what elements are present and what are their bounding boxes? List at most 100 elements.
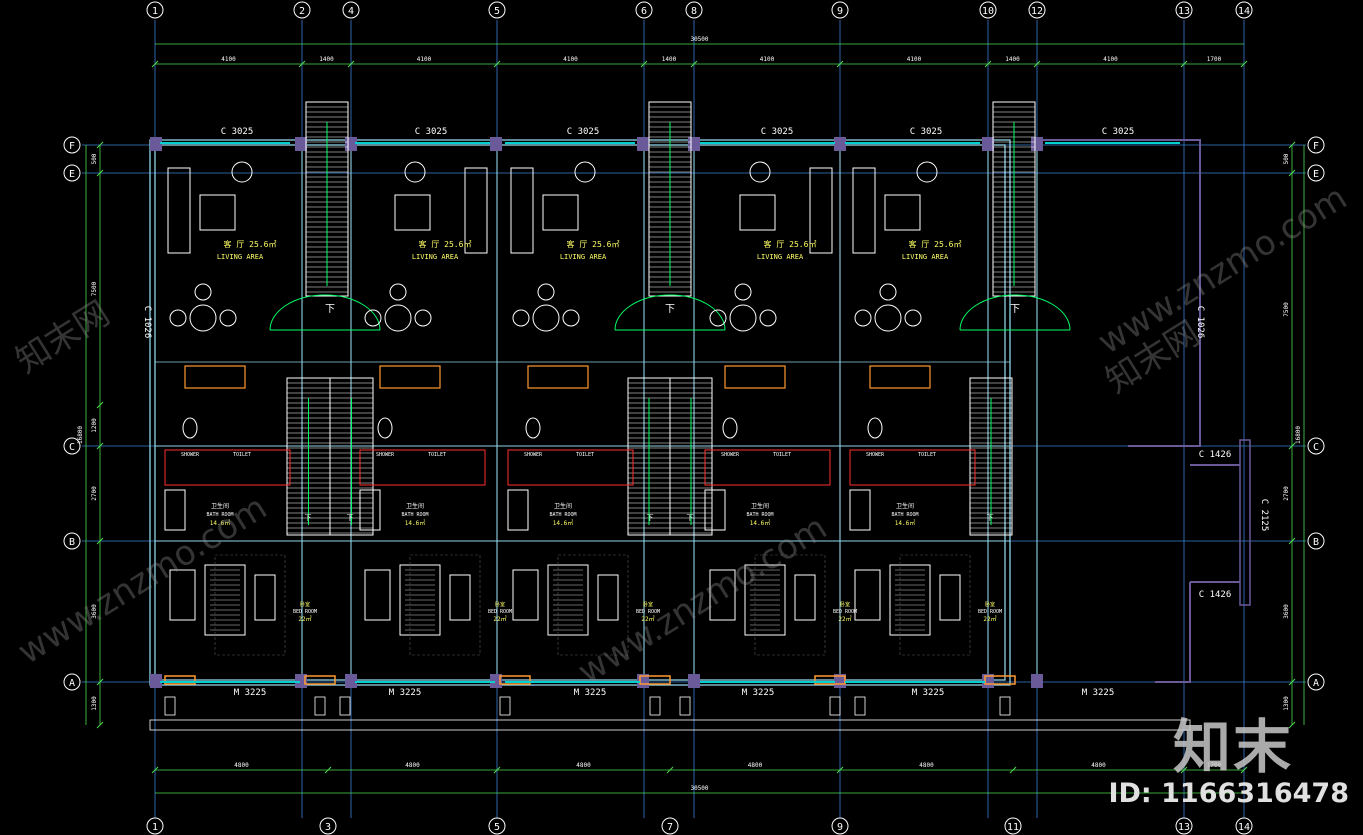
door-sill	[499, 675, 531, 685]
dimension-tick	[1288, 678, 1296, 686]
bath-room-cn-label: 卫生间	[554, 502, 572, 510]
dimension-label: 4800	[234, 762, 249, 769]
bath-room-area-label: 14.6㎡	[405, 519, 425, 527]
dimension-label: 4800	[1091, 762, 1106, 769]
toilet	[525, 417, 541, 439]
dining-chair	[169, 309, 187, 327]
door-sill	[814, 675, 846, 685]
bath-room-cn-label: 卫生间	[751, 502, 769, 510]
balcony-post	[164, 696, 176, 716]
vanity-counter	[869, 365, 931, 389]
dimension-tick	[298, 60, 306, 68]
grid-bubble-top	[1028, 1, 1046, 19]
dimension-tick	[1288, 169, 1296, 177]
bed-room-en-label: BED ROOM	[636, 609, 660, 615]
column-top	[637, 137, 649, 151]
dimension-tick	[640, 60, 648, 68]
grid-label-right: C	[1313, 442, 1319, 453]
grid-bubble-top	[635, 1, 653, 19]
bed-room-en-label: BED ROOM	[978, 609, 1002, 615]
dimension-tick	[1288, 721, 1296, 729]
bed-room-area-label: 22㎡	[298, 615, 311, 623]
dining-chair	[854, 309, 872, 327]
desk	[254, 574, 276, 621]
dining-chair	[734, 283, 752, 301]
stair-down-label-small: 下	[305, 514, 312, 522]
bed-room-cn-label: 卧室	[985, 601, 995, 608]
window-tag-top: C 3025	[415, 127, 448, 137]
dining-chair	[389, 283, 407, 301]
toilet	[867, 417, 883, 439]
grid-label-top: 5	[494, 6, 500, 17]
grid-label-left: A	[69, 678, 75, 689]
grid-label-top: 12	[1031, 6, 1043, 17]
balcony-post	[314, 696, 326, 716]
grid-label-right: E	[1313, 169, 1319, 180]
walls	[149, 137, 1251, 731]
bed-room-cn-label: 卧室	[840, 601, 850, 608]
window-tag-left: C 1026	[142, 306, 152, 339]
grid-bubble-left	[63, 136, 81, 154]
balcony-post	[999, 696, 1011, 716]
stair-down-label-small: 下	[687, 514, 694, 522]
shower-cubicle	[507, 449, 634, 486]
grid-label-top: 8	[691, 6, 697, 17]
column-bottom	[345, 674, 357, 688]
coffee-table	[739, 194, 776, 231]
bed-room-area-label: 22㎡	[983, 615, 996, 623]
dimension-label-vertical: 3600	[91, 604, 98, 619]
closet	[849, 489, 871, 531]
dimension-tick	[96, 442, 104, 450]
window-tag-bay: C 2125	[1259, 499, 1269, 532]
toilet	[377, 417, 393, 439]
outer-wall	[149, 139, 1011, 686]
shower-cubicle	[704, 449, 831, 486]
armchair	[574, 161, 596, 183]
shower-label: SHOWER	[866, 452, 885, 458]
toilet	[722, 417, 738, 439]
stair-down-label: 下	[1010, 304, 1020, 315]
door-tag-bottom: M 3225	[389, 688, 422, 698]
watermark-logo: 知末	[1172, 713, 1293, 781]
dimension-total-label: 30500	[690, 785, 708, 792]
stair-outline	[648, 101, 692, 297]
grid-label-top: 6	[641, 6, 647, 17]
dimension-label-vertical: 500	[91, 153, 98, 164]
living-room-label: 客 厅 25.6㎡	[224, 239, 277, 249]
bed	[399, 564, 441, 636]
dimension-tick	[1180, 60, 1188, 68]
dining-chair	[512, 309, 530, 327]
grid-label-bottom: 11	[1007, 822, 1019, 833]
shower-cubicle	[359, 449, 486, 486]
stair-down-label-small: 下	[347, 514, 354, 522]
column-bottom	[490, 674, 502, 688]
armchair	[231, 161, 253, 183]
dimension-label: 4800	[919, 762, 934, 769]
bed-room-cn-label: 卧室	[643, 601, 653, 608]
sofa	[852, 167, 876, 254]
grid-label-right: B	[1313, 537, 1319, 548]
dimension-label-vertical: 3600	[1283, 604, 1290, 619]
grid-bubble-bottom	[1235, 817, 1253, 835]
bath-room-en-label: BATH ROOM	[206, 512, 233, 518]
dimension-total-vertical-label: 16800	[77, 426, 84, 444]
column-bottom	[1031, 674, 1043, 688]
coffee-table	[394, 194, 431, 231]
living-room-label: 客 厅 25.6㎡	[419, 239, 472, 249]
bath-room-area-label: 14.6㎡	[895, 519, 915, 527]
column-top	[982, 137, 994, 151]
stair-outline	[305, 101, 349, 297]
coffee-table	[884, 194, 921, 231]
outer-wall-inner	[154, 144, 1006, 681]
door-tag-bottom: M 3225	[1082, 688, 1115, 698]
living-room-label: 客 厅 25.6㎡	[567, 239, 620, 249]
column-top	[688, 137, 700, 151]
dimension-tick	[666, 766, 674, 774]
living-room-label: 客 厅 25.6㎡	[909, 239, 962, 249]
column-bottom	[295, 674, 307, 688]
stair-down-label-small: 下	[647, 514, 654, 522]
balcony-post	[679, 696, 691, 716]
grid-bubble-right	[1307, 136, 1325, 154]
furniture	[164, 161, 976, 656]
grid-bubble-right	[1307, 673, 1325, 691]
